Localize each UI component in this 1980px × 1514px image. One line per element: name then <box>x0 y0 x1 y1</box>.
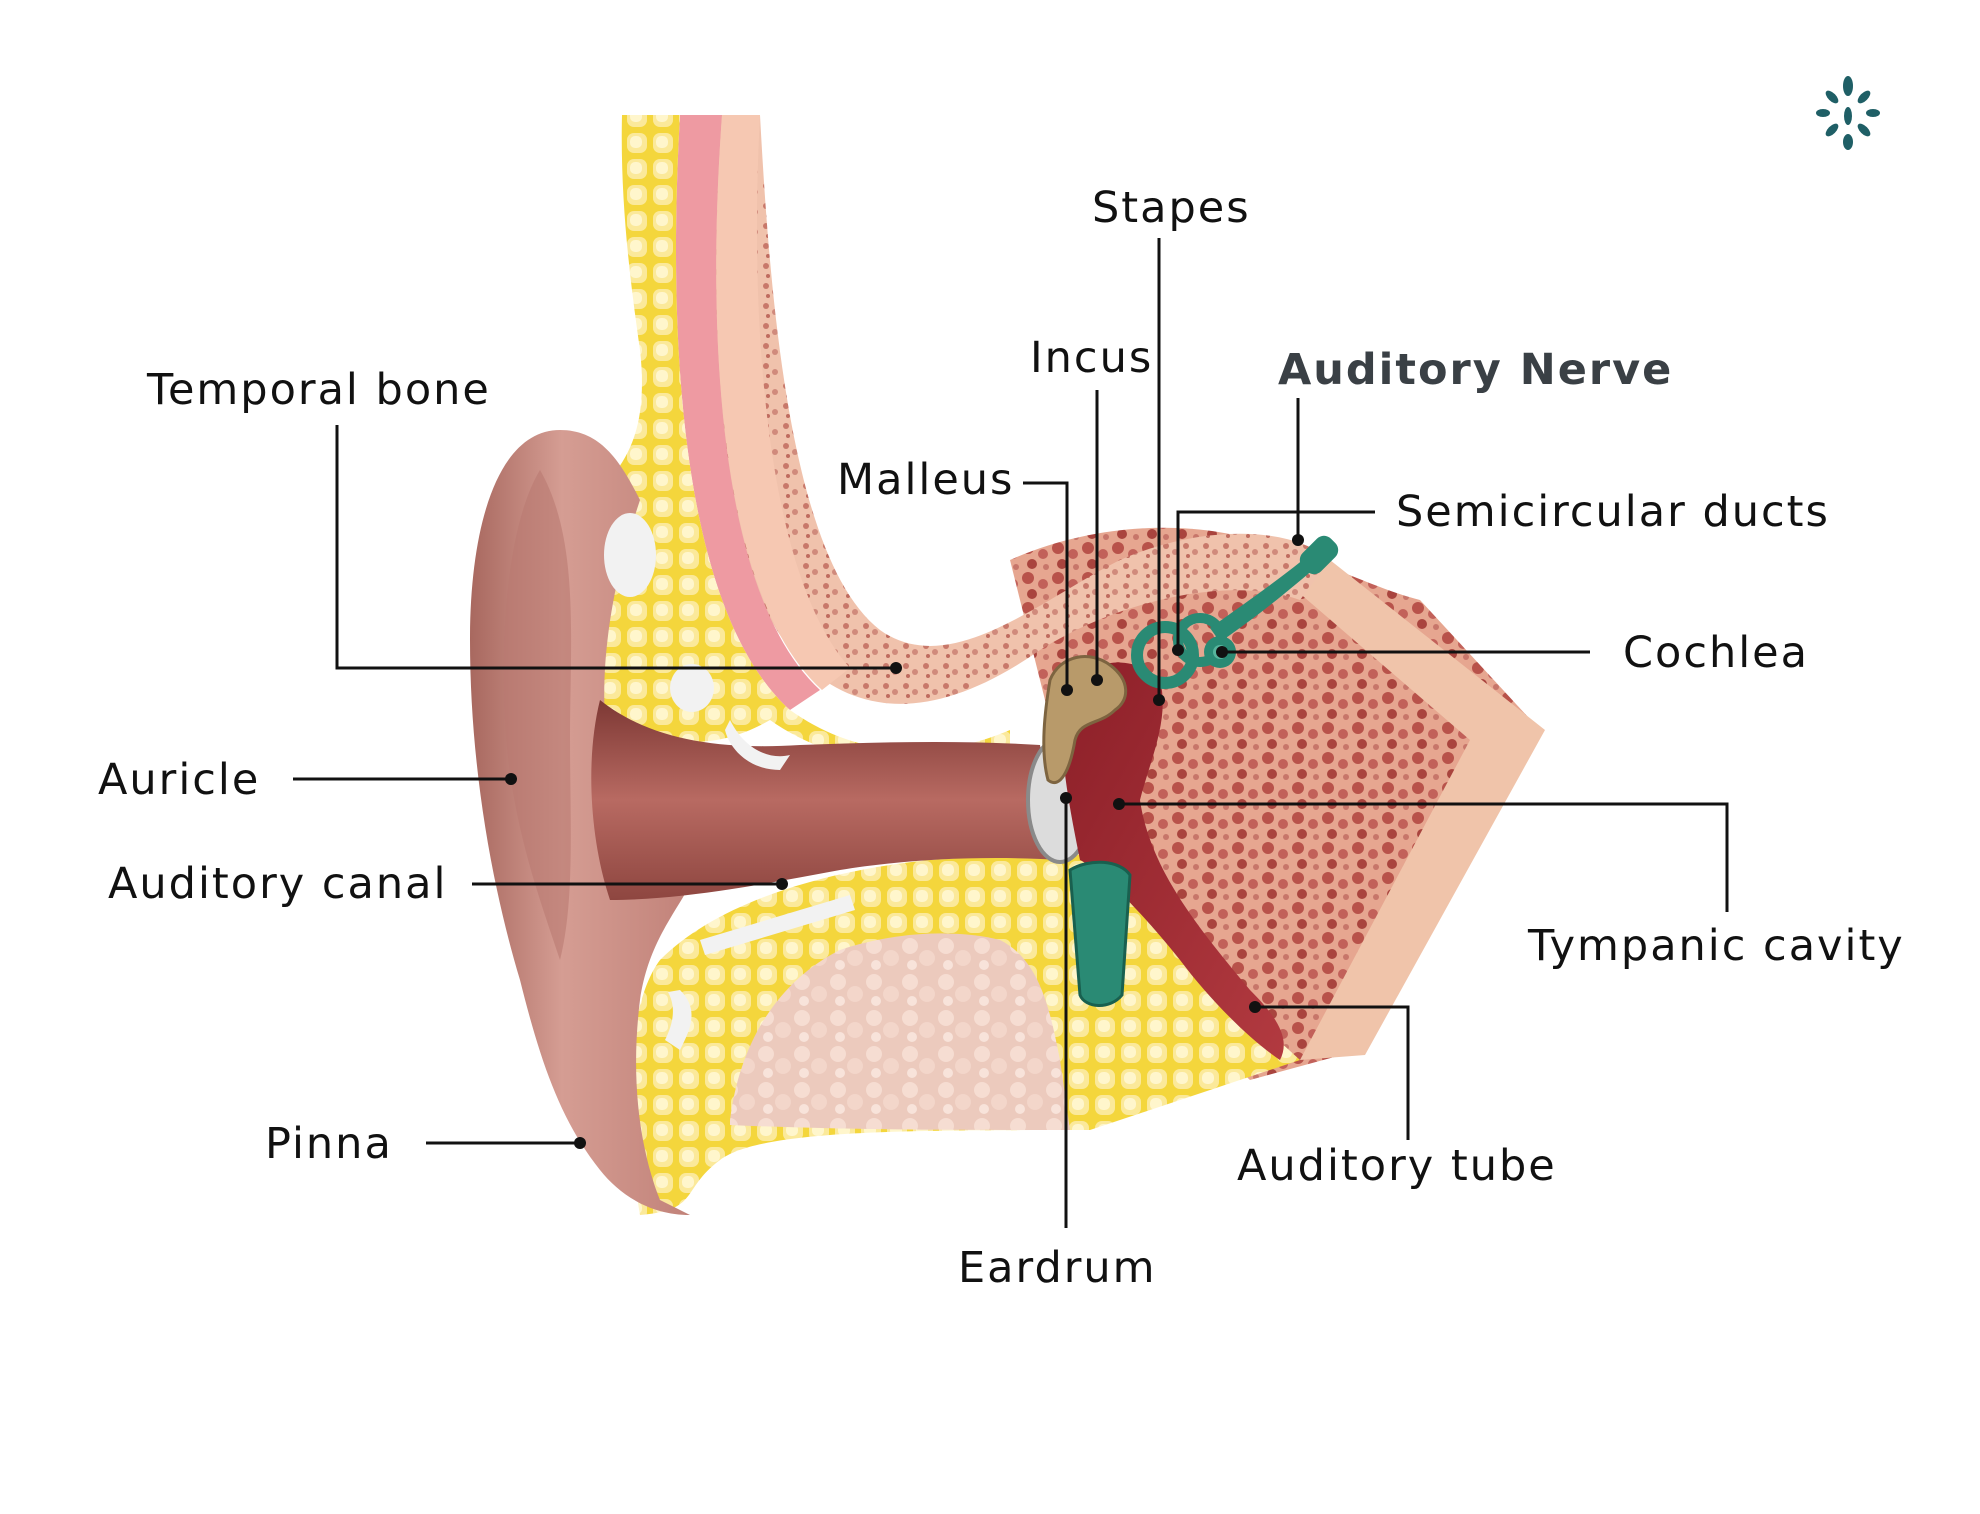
tympanic-cavity-leader <box>1119 802 1729 912</box>
soft-tissue-region <box>730 933 1070 1130</box>
inner-ear-shape <box>1131 535 1339 689</box>
cartilage-2 <box>670 664 714 712</box>
label-semicircular-ducts: Semicircular ducts <box>1396 487 1830 537</box>
leaf-cluster-logo <box>1816 76 1880 150</box>
tympanic-cavity-shape <box>1060 662 1284 1060</box>
label-auditory-nerve: Auditory Nerve <box>1278 345 1673 395</box>
label-auditory-canal: Auditory canal <box>108 859 447 909</box>
auditory-canal-shape <box>591 700 1060 900</box>
label-cochlea: Cochlea <box>1623 628 1809 678</box>
skull-peach-layer <box>716 115 850 690</box>
label-pinna: Pinna <box>265 1119 393 1169</box>
cartilage-5 <box>665 990 692 1050</box>
label-malleus: Malleus <box>837 455 1014 505</box>
ear-illustration <box>470 115 1545 1215</box>
auricle-inner-fold <box>503 470 572 960</box>
skull-bone-layer <box>712 115 1330 704</box>
label-incus: Incus <box>1030 333 1153 383</box>
label-stapes: Stapes <box>1092 183 1251 233</box>
malleus-dot <box>1061 684 1073 696</box>
stapes-dot <box>1153 694 1165 706</box>
incus-dot <box>1091 674 1103 686</box>
cochlea-dot <box>1216 646 1228 658</box>
auditory-tube-leader <box>1255 1005 1410 1140</box>
auditory-canal-dot <box>776 878 788 890</box>
auricle-dot <box>505 773 517 785</box>
label-temporal-bone: Temporal bone <box>146 365 491 415</box>
auditory-tube-shape <box>1068 860 1132 1007</box>
label-auricle: Auricle <box>98 755 260 805</box>
fatty-tissue-upper <box>568 115 1010 765</box>
labels: Stapes Incus Auditory Nerve Temporal bon… <box>98 183 1905 1293</box>
skull-pink-layer <box>675 115 820 710</box>
leader-lines <box>293 238 1729 1228</box>
auditory-nerve-dot <box>1292 534 1304 546</box>
malleus-leader <box>1023 481 1069 690</box>
temporal-bone-leader <box>335 425 896 670</box>
label-tympanic-cavity: Tympanic cavity <box>1527 921 1905 971</box>
cartilage-4 <box>700 895 855 955</box>
cartilage-3 <box>725 720 790 770</box>
bone-outer-band <box>1290 560 1545 1060</box>
eardrum-dot <box>1060 792 1072 804</box>
label-eardrum: Eardrum <box>958 1243 1157 1293</box>
label-auditory-tube: Auditory tube <box>1237 1141 1557 1191</box>
cartilage-1 <box>604 513 656 597</box>
semicircular-ducts-dot <box>1172 644 1184 656</box>
tympanic-cavity-dot <box>1113 798 1125 810</box>
temporal-bone-dot <box>890 662 902 674</box>
auditory-tube-dot <box>1249 1001 1261 1013</box>
semicircular-ducts-leader <box>1176 510 1375 650</box>
pinna-dot <box>574 1137 586 1149</box>
